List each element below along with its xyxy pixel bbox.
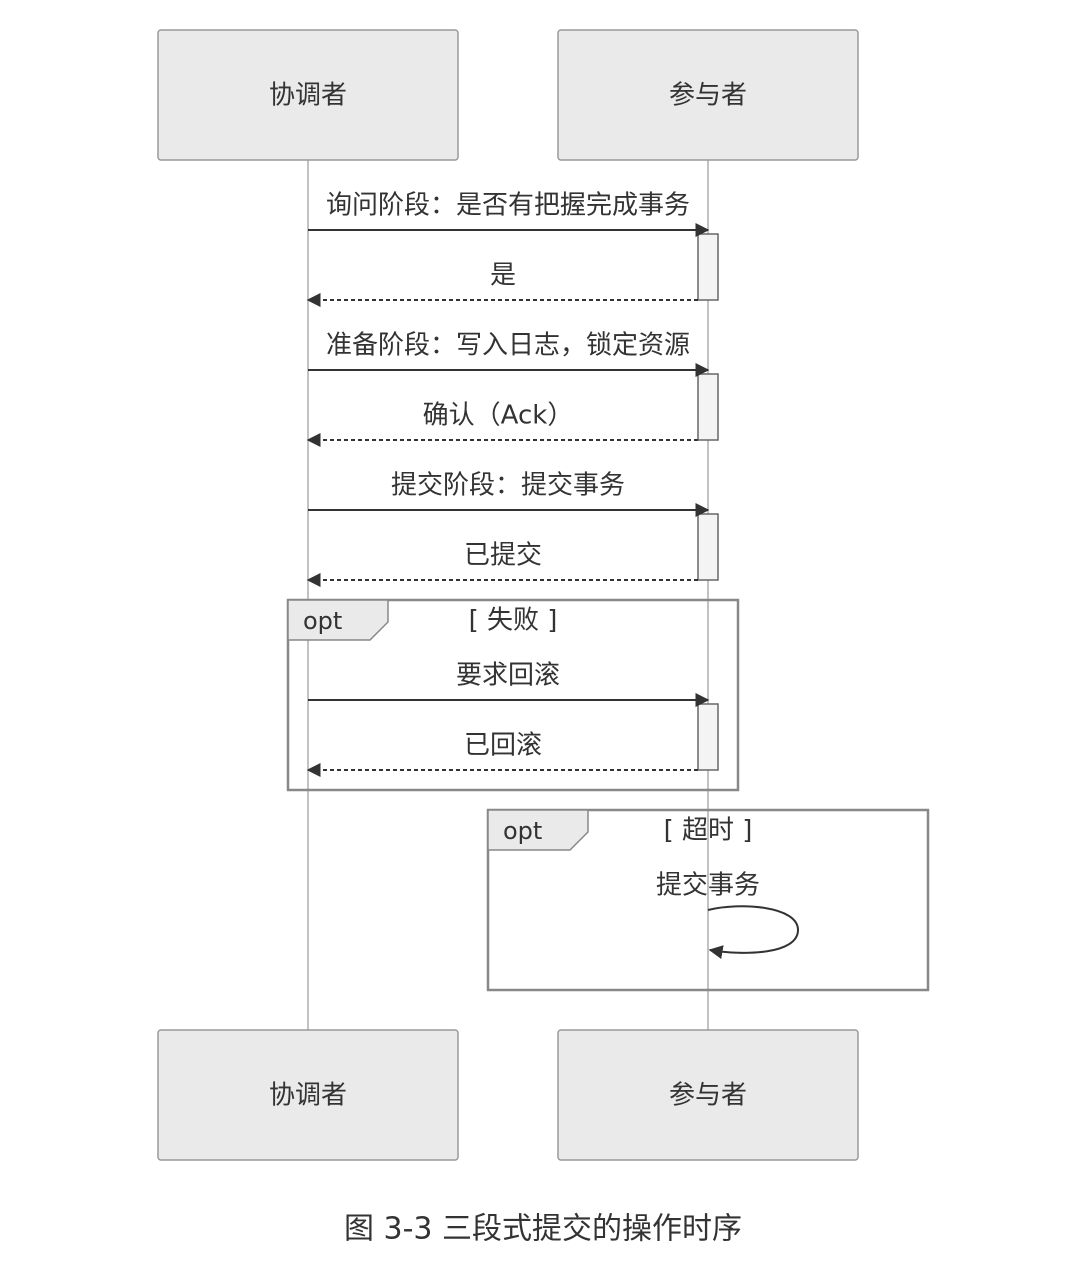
actor-coordinator-bottom: 协调者 (157, 1029, 459, 1161)
frame-border (486, 808, 930, 992)
message-label: 提交阶段：提交事务 (391, 471, 625, 501)
message-label: 是 (490, 261, 516, 291)
activation-bar (697, 703, 719, 771)
message-label: 已提交 (464, 541, 542, 571)
frame-condition: [ 失败 ] (469, 606, 558, 636)
message-label: 询问阶段：是否有把握完成事务 (326, 191, 690, 221)
actor-coordinator-top: 协调者 (157, 29, 459, 161)
message-label: 确认（Ack） (423, 401, 574, 431)
figure-caption: 图 3-3 三段式提交的操作时序 (344, 1212, 742, 1247)
actor-box (157, 29, 459, 161)
actor-participant-bottom: 参与者 (557, 1029, 859, 1161)
message-label: 要求回滚 (456, 661, 560, 691)
message-label: 准备阶段：写入日志，锁定资源 (326, 331, 690, 361)
frame-tab (287, 599, 389, 641)
opt-frame-failure: opt [ 失败 ] 要求回滚 已回滚 (286, 598, 740, 792)
activation-bar (697, 513, 719, 581)
actor-label: 协调者 (269, 81, 347, 111)
message-label: 已回滚 (464, 731, 542, 761)
message-committed: 已提交 (306, 541, 698, 587)
frame-condition: [ 超时 ] (664, 816, 753, 846)
frame-border (286, 598, 740, 792)
frame-type-label: opt (503, 817, 542, 845)
actor-participant-top: 参与者 (557, 29, 859, 161)
self-message-arrow (707, 905, 800, 960)
activation-bar (697, 233, 719, 301)
message-label: 提交事务 (656, 871, 760, 901)
activation-bar (697, 373, 719, 441)
actor-box (157, 1029, 459, 1161)
message-prepare: 准备阶段：写入日志，锁定资源 (308, 331, 710, 377)
frame-type-label: opt (303, 607, 342, 635)
actor-label: 协调者 (269, 1081, 347, 1111)
message-yes: 是 (306, 261, 698, 307)
actor-label: 参与者 (669, 81, 747, 111)
frame-tab (487, 809, 589, 851)
message-commit: 提交阶段：提交事务 (308, 471, 710, 517)
message-ask: 询问阶段：是否有把握完成事务 (308, 191, 710, 237)
message-ack: 确认（Ack） (306, 401, 698, 447)
opt-frame-timeout: opt [ 超时 ] 提交事务 (486, 808, 930, 992)
actor-box (557, 1029, 859, 1161)
actor-box (557, 29, 859, 161)
actor-label: 参与者 (669, 1081, 747, 1111)
